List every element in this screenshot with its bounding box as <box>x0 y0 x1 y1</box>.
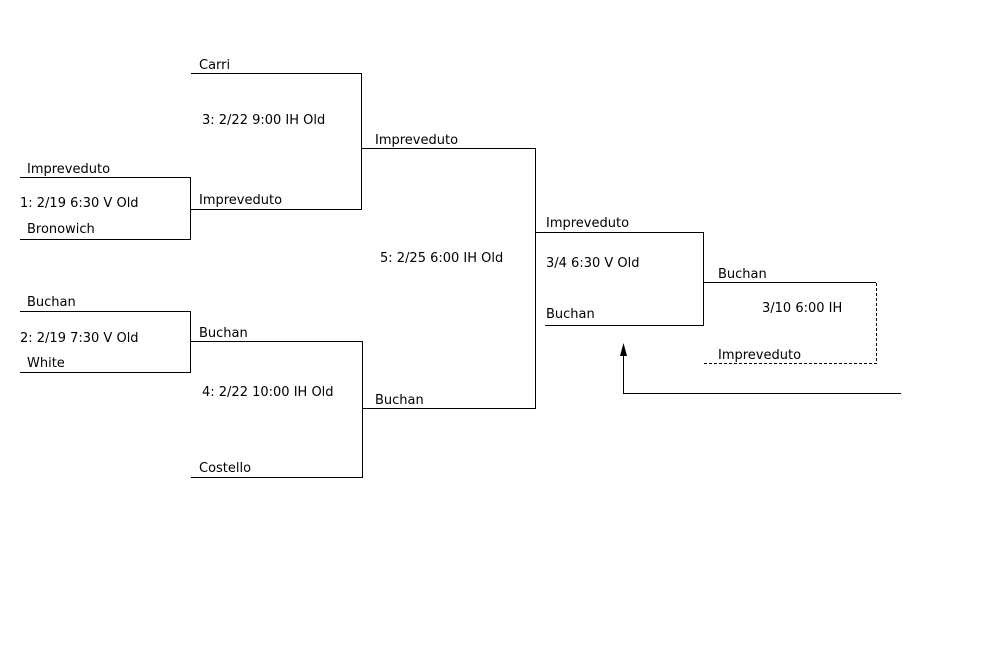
game-1-info: 1: 2/19 6:30 V Old <box>20 196 139 211</box>
game-3-bracket-line <box>191 73 362 210</box>
final-bracket-line <box>536 232 704 326</box>
final-info: 3/4 6:30 V Old <box>546 256 640 271</box>
game-1-bracket-line <box>20 177 191 240</box>
if-game-team-top: Buchan <box>718 267 767 282</box>
final-team-bottom: Buchan <box>546 307 595 322</box>
game-2-info: 2: 2/19 7:30 V Old <box>20 331 139 346</box>
game-5-team-top: Impreveduto <box>375 133 459 148</box>
game-4-team-bottom: Costello <box>199 461 252 476</box>
game-5-info: 5: 2/25 6:00 IH Old <box>380 251 504 266</box>
if-game-info: 3/10 6:00 IH <box>762 301 843 316</box>
if-game-dashed-line <box>704 283 877 364</box>
game-2-team-top: Buchan <box>27 295 76 310</box>
final-team-top: Impreveduto <box>546 216 630 231</box>
arrow-head-icon <box>620 343 627 356</box>
game-1-team-bottom: Bronowich <box>27 222 95 237</box>
game-5-team-bottom: Buchan <box>375 393 424 408</box>
game-3-info: 3: 2/22 9:00 IH Old <box>202 113 326 128</box>
game-2-bracket-line <box>20 311 191 373</box>
game-5-bracket-line <box>362 148 536 409</box>
if-game-team-bottom: Impreveduto <box>718 348 802 363</box>
return-arrow-line <box>623 356 901 394</box>
game-1-team-top: Impreveduto <box>27 162 111 177</box>
game-3-team-top: Carri <box>199 58 231 73</box>
game-4-team-top: Buchan <box>199 326 248 341</box>
game-4-bracket-line <box>191 341 363 478</box>
game-4-info: 4: 2/22 10:00 IH Old <box>202 385 334 400</box>
game-3-team-bottom: Impreveduto <box>199 193 283 208</box>
game-2-team-bottom: White <box>27 356 65 371</box>
